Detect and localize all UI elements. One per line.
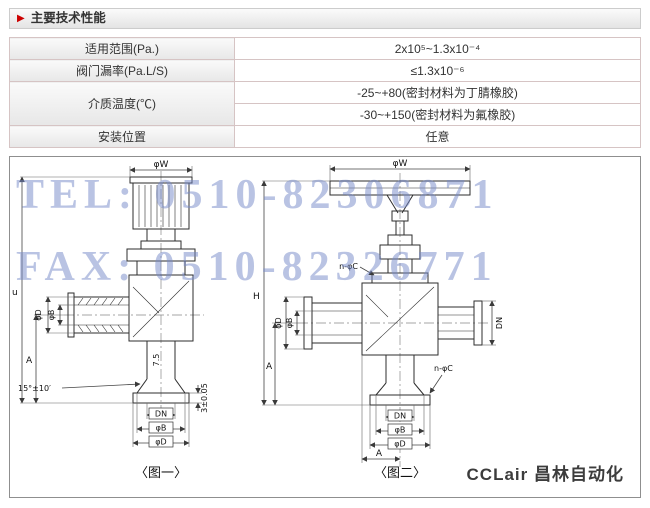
- table-row: 阀门漏率(Pa.L/S) ≤1.3x10⁻⁶: [9, 59, 641, 82]
- dim-label-phiD-bottom-2: φD: [394, 440, 405, 449]
- spec-value-temperature-2: -30~+150(密封材料为氟橡胶): [234, 103, 641, 126]
- dim-label-nphiC-upper: n-φC: [339, 262, 358, 271]
- table-row: 适用范围(Pa.) 2x10⁵~1.3x10⁻⁴: [9, 37, 641, 60]
- dim-label-a-2: A: [266, 362, 273, 372]
- dim-label-nphiC-lower: n-φC: [434, 364, 453, 373]
- dim-label-a-horiz: A: [376, 449, 383, 459]
- spec-value-range: 2x10⁵~1.3x10⁻⁴: [234, 37, 641, 60]
- technical-drawing: φW u A φD φB 7.5: [12, 159, 504, 480]
- drawing-area: φW u A φD φB 7.5: [9, 156, 641, 498]
- table-row: -30~+150(密封材料为氟橡胶): [10, 103, 641, 126]
- spec-value-leakage: ≤1.3x10⁻⁶: [234, 59, 641, 82]
- dim-label-dn-right: DN: [495, 317, 504, 329]
- dim-label-u: u: [12, 288, 18, 298]
- spec-table: 适用范围(Pa.) 2x10⁵~1.3x10⁻⁴ 阀门漏率(Pa.L/S) ≤1…: [9, 37, 641, 148]
- dim-label-phiB-bottom-2: φB: [395, 426, 406, 435]
- dim-label-h: H: [253, 292, 260, 302]
- dim-label-a: A: [26, 356, 33, 366]
- brand-text: CCLair 昌林自动化: [466, 465, 624, 484]
- dim-label-phiB-2: φB: [285, 318, 294, 329]
- spec-label-mounting: 安装位置: [9, 125, 235, 148]
- spec-label-leakage: 阀门漏率(Pa.L/S): [9, 59, 235, 82]
- dim-label-dn: DN: [155, 410, 167, 419]
- dim-label-phiW: φW: [154, 160, 169, 170]
- figure-1-caption: 〈图一〉: [135, 465, 187, 480]
- dim-label-phiB: φB: [47, 310, 56, 321]
- dim-label-phiD-bottom: φD: [155, 438, 166, 447]
- spec-label-temperature: 介质温度(℃): [9, 81, 235, 126]
- figure-2-caption: 〈图二〉: [374, 465, 426, 480]
- dim-label-phiD-2: φD: [274, 317, 283, 328]
- spec-value-mounting: 任意: [234, 125, 641, 148]
- table-row: 安装位置 任意: [9, 125, 641, 148]
- dim-label-phiW-2: φW: [393, 159, 408, 169]
- figure-1: φW u A φD φB 7.5: [12, 160, 209, 480]
- dim-label-tol: 3±0.05: [200, 383, 209, 413]
- dim-label-phiB-bottom: φB: [156, 424, 167, 433]
- section-title: 主要技术性能: [30, 11, 106, 25]
- section-header: ▶ 主要技术性能: [9, 8, 641, 29]
- figure-2: φW n-φC: [253, 159, 504, 480]
- spec-label-range: 适用范围(Pa.): [9, 37, 235, 60]
- dim-label-angle: 15°±10′: [18, 384, 51, 393]
- dim-label-wall: 7.5: [152, 354, 161, 367]
- dim-label-dn-2: DN: [394, 412, 406, 421]
- spec-value-temperature-1: -25~+80(密封材料为丁腈橡胶): [234, 81, 641, 104]
- section-marker-icon: ▶: [17, 13, 25, 24]
- table-row: 介质温度(℃) -25~+80(密封材料为丁腈橡胶): [9, 81, 641, 126]
- dim-label-phiD: φD: [34, 309, 43, 320]
